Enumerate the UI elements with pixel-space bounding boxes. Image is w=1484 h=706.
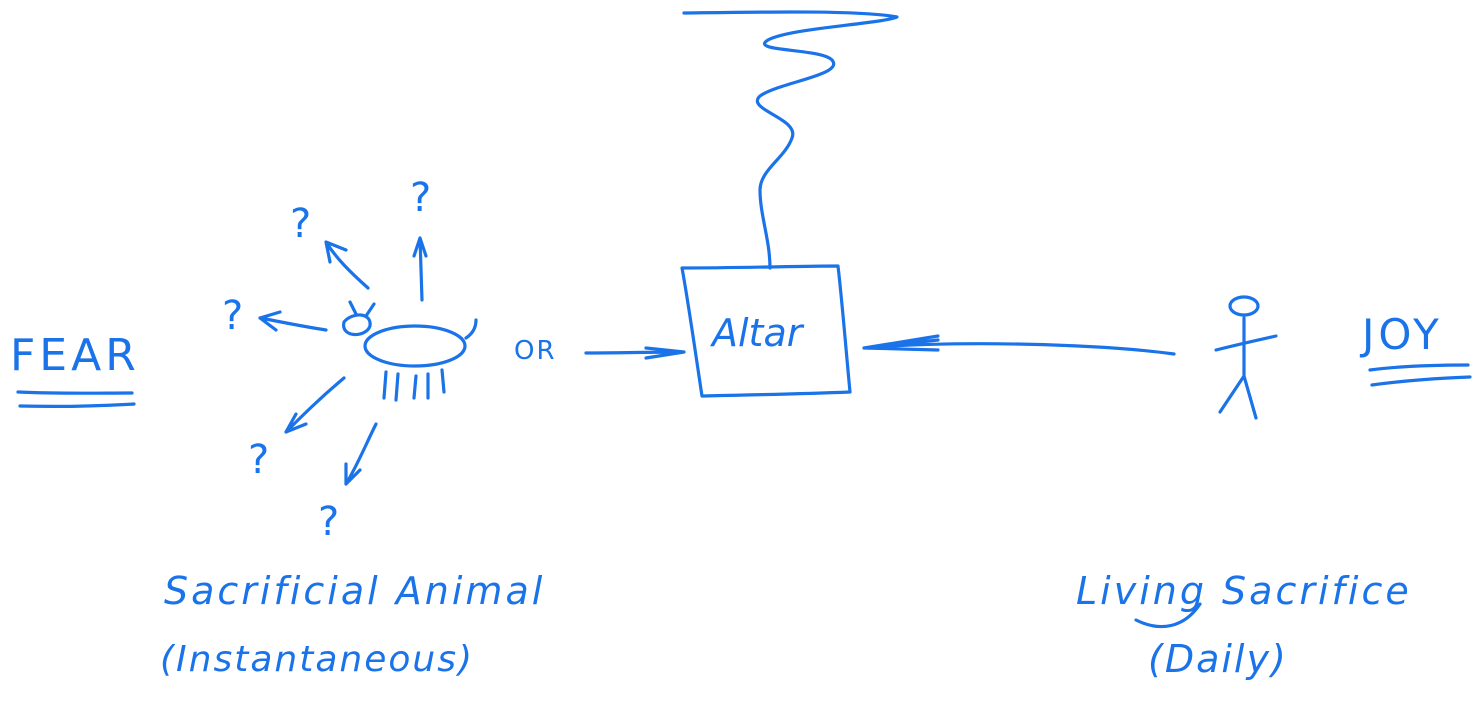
fear-underline: [16, 390, 136, 408]
arrow-to-altar-from-left: [584, 346, 686, 360]
altar-box: [680, 264, 852, 398]
sacrificial-animal-caption: Sacrificial Animal: [164, 569, 546, 613]
animal-legs: [382, 368, 446, 402]
animal-tail: [464, 318, 478, 340]
stick-figure-head: [1228, 295, 1260, 317]
living-sacrifice-caption: Living Sacrifice: [1076, 569, 1412, 613]
question-mark-upper-left: ?: [290, 201, 312, 247]
or-label: OR: [514, 336, 557, 366]
diagram-strokes: [16, 10, 1472, 629]
arrow-to-altar-from-right: [862, 334, 1176, 356]
joy-label: JOY: [1362, 310, 1443, 359]
animal-body: [363, 324, 467, 368]
animal-arrow-left: [258, 310, 328, 332]
daily-caption: (Daily): [1148, 637, 1288, 681]
animal-arrow-upper-left: [324, 240, 370, 290]
animal-arrow-up: [412, 236, 428, 302]
altar-label: Altar: [712, 311, 803, 355]
animal-arrow-down: [344, 422, 378, 486]
joy-underline: [1368, 363, 1472, 387]
living-underline-curl: [1134, 602, 1202, 629]
question-mark-bottom: ?: [318, 499, 340, 545]
animal-head: [342, 300, 376, 337]
instantaneous-caption: (Instantaneous): [160, 639, 475, 680]
question-mark-top: ?: [410, 175, 432, 221]
question-mark-lower-left: ?: [248, 437, 270, 483]
fear-label: FEAR: [10, 330, 140, 381]
animal-arrow-lower-left: [284, 376, 346, 434]
stick-figure-body: [1214, 316, 1278, 420]
question-mark-left: ?: [222, 293, 244, 339]
smoke-squiggle: [682, 10, 899, 270]
